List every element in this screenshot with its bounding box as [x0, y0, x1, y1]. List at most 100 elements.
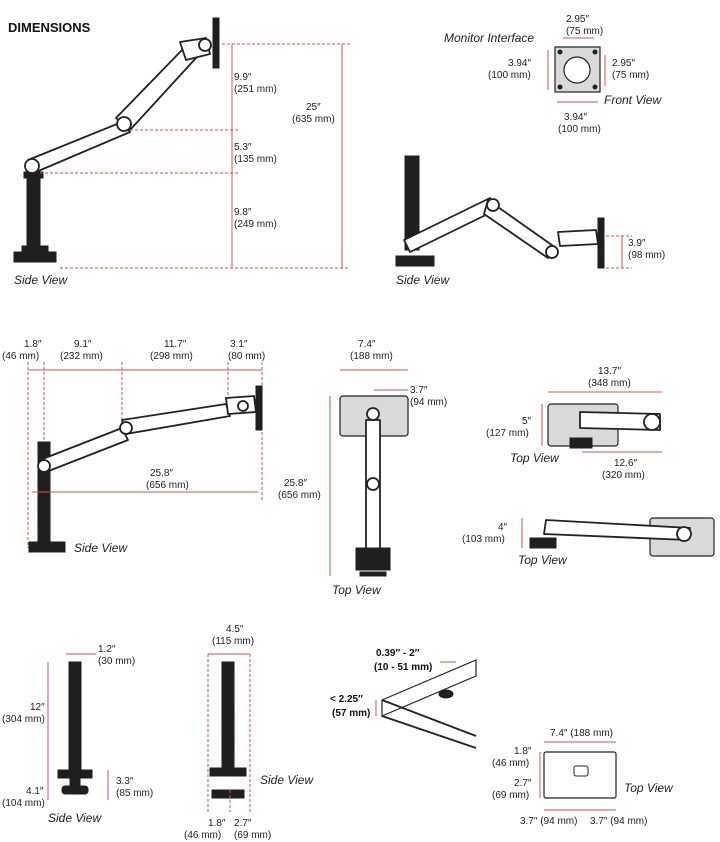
- label-top-view-2: Top View: [510, 451, 560, 465]
- clamp-top: [209, 767, 247, 777]
- dim-top-width-mm: (348 mm): [588, 378, 631, 389]
- label-front-view: Front View: [604, 93, 662, 107]
- dim-pole-height: 12″: [30, 702, 45, 713]
- monitor-plate: [597, 217, 605, 269]
- clamp-knob: [211, 789, 245, 799]
- clamp-top: [57, 769, 93, 779]
- dim-clamp-height-mm: (104 mm): [2, 798, 45, 809]
- panel-side-view-extended: 1.8″ (46 mm) 9.1″ (232 mm) 11.7″ (298 mm…: [2, 339, 265, 555]
- dim-folded-height-mm: (98 mm): [628, 250, 665, 261]
- dim-top-depth-2-mm: (103 mm): [462, 534, 505, 545]
- diagram-title: DIMENSIONS: [8, 20, 91, 35]
- lower-arm: [27, 121, 131, 173]
- dim-vesa-left: 3.94″: [508, 58, 531, 69]
- panel-side-view-folded: 3.9″ (98 mm) Side View: [395, 155, 665, 287]
- label-side-view: Side View: [14, 273, 68, 287]
- dim-base-width-mm: (188 mm): [350, 351, 393, 362]
- label-side-view-4: Side View: [48, 811, 102, 825]
- dim-base-h1: 1.8″: [514, 746, 532, 757]
- label-top-view-4: Top View: [624, 781, 674, 795]
- dim-vesa-bottom: 3.94″: [564, 112, 587, 123]
- dim-clamp-width: 4.5″: [226, 624, 244, 635]
- dim-pole-diameter-mm: (30 mm): [98, 656, 135, 667]
- panel-top-view-extended: 7.4″ (188 mm) 3.7″ (94 mm) 25.8″ (656 mm…: [278, 339, 447, 597]
- dim-base-h1-mm: (46 mm): [492, 758, 529, 769]
- label-top-view-3: Top View: [518, 553, 568, 567]
- monitor-plate: [255, 385, 263, 431]
- upper-arm: [483, 199, 557, 259]
- dim-upper-arm-length-mm: (298 mm): [150, 351, 193, 362]
- dim-pole-offset-mm: (46 mm): [2, 351, 39, 362]
- lower-arm-pivot: [24, 158, 40, 174]
- dim-clamp-height: 4.1″: [26, 786, 44, 797]
- label-top-view: Top View: [332, 583, 382, 597]
- desk-surface: [381, 699, 477, 749]
- dim-head-length: 3.1″: [230, 339, 248, 350]
- clamp-knob: [61, 785, 89, 795]
- arm-end-joint: [545, 245, 559, 259]
- dim-vesa-right: 2.95″: [612, 58, 635, 69]
- dim-total-height: 25″: [306, 102, 321, 113]
- dim-base-h2-mm: (69 mm): [492, 790, 529, 801]
- elbow-joint: [119, 421, 133, 435]
- arm-end-joint-2: [676, 526, 692, 542]
- dim-clamp-width-mm: (115 mm): [212, 636, 254, 647]
- dim-clamp-depth-mm: (85 mm): [116, 788, 153, 799]
- label-side-view-2: Side View: [396, 273, 450, 287]
- label-side-view-3: Side View: [74, 541, 128, 555]
- dim-lower-arm-length-mm: (232 mm): [60, 351, 103, 362]
- dim-vesa-left-mm: (100 mm): [488, 70, 531, 81]
- dim-clamp-a-mm: (46 mm): [184, 830, 221, 841]
- dim-top-length-mm: (656 mm): [278, 490, 321, 501]
- dim-vesa-bottom-mm: (100 mm): [558, 124, 601, 135]
- dim-vesa-top: 2.95″: [566, 14, 589, 25]
- dim-top-width-2-mm: (320 mm): [602, 470, 645, 481]
- tilt-joint: [366, 407, 380, 421]
- dim-hole-diameter-mm: (10 - 51 mm): [374, 662, 432, 673]
- dim-base-left: 3.7″ (94 mm): [520, 816, 577, 827]
- dim-folded-height: 3.9″: [628, 238, 646, 249]
- elbow-joint: [486, 198, 500, 212]
- dim-pole-diameter: 1.2″: [98, 644, 116, 655]
- clamp-base: [355, 547, 391, 571]
- dim-top-width: 13.7″: [598, 366, 621, 377]
- tilt-knob: [198, 38, 212, 52]
- dim-base-width: 7.4″ (188 mm): [550, 728, 613, 739]
- monitor-plate: [212, 17, 220, 69]
- pole: [26, 174, 41, 249]
- lower-arm: [39, 427, 129, 473]
- elbow-joint: [116, 116, 132, 132]
- desk-hole: [438, 689, 454, 699]
- dim-base-right: 3.7″ (94 mm): [590, 816, 647, 827]
- elbow-joint: [366, 477, 380, 491]
- dim-pole-height: 9.8″: [234, 207, 252, 218]
- dim-lower-arm-length: 9.1″: [74, 339, 92, 350]
- arm-top: [579, 411, 661, 431]
- dim-top-width-2: 12.6″: [614, 458, 637, 469]
- dim-top-depth-2: 4″: [498, 522, 508, 533]
- base-hole: [573, 765, 589, 777]
- panel-top-view-right: 13.7″ (348 mm) 5″ (127 mm) Top View 12.6…: [462, 366, 715, 567]
- tilt-head: [557, 229, 599, 247]
- dim-upper-arm-length: 11.7″: [164, 339, 187, 350]
- clamp-base-2: [529, 537, 557, 549]
- dim-base-offset-mm: (94 mm): [410, 397, 447, 408]
- desk-top-edge: [381, 659, 477, 717]
- panel-side-view-main: 9.9″ (251 mm) 5.3″ (135 mm) 9.8″ (249 mm…: [13, 17, 350, 287]
- dim-top-length: 25.8″: [284, 478, 307, 489]
- dim-base-h2: 2.7″: [514, 778, 532, 789]
- dim-lower-arm-height: 5.3″: [234, 142, 252, 153]
- pole: [68, 661, 82, 773]
- dim-total-reach-mm: (656 mm): [146, 480, 189, 491]
- dim-total-height-mm: (635 mm): [292, 114, 335, 125]
- dim-lower-arm-height-mm: (135 mm): [234, 154, 277, 165]
- panel-monitor-interface: Monitor Interface 2.95″ (75 mm) 3.94″ (1…: [444, 14, 662, 135]
- panel-base-top-view: 7.4″ (188 mm) 1.8″ (46 mm) 2.7″ (69 mm) …: [492, 728, 674, 827]
- clamp-foot: [359, 571, 387, 577]
- dim-base-offset: 3.7″: [410, 385, 428, 396]
- vesa-center-hole: [563, 56, 591, 84]
- clamp-base: [569, 437, 593, 449]
- upper-arm: [121, 403, 231, 435]
- dim-clamp-b: 2.7″: [234, 818, 252, 829]
